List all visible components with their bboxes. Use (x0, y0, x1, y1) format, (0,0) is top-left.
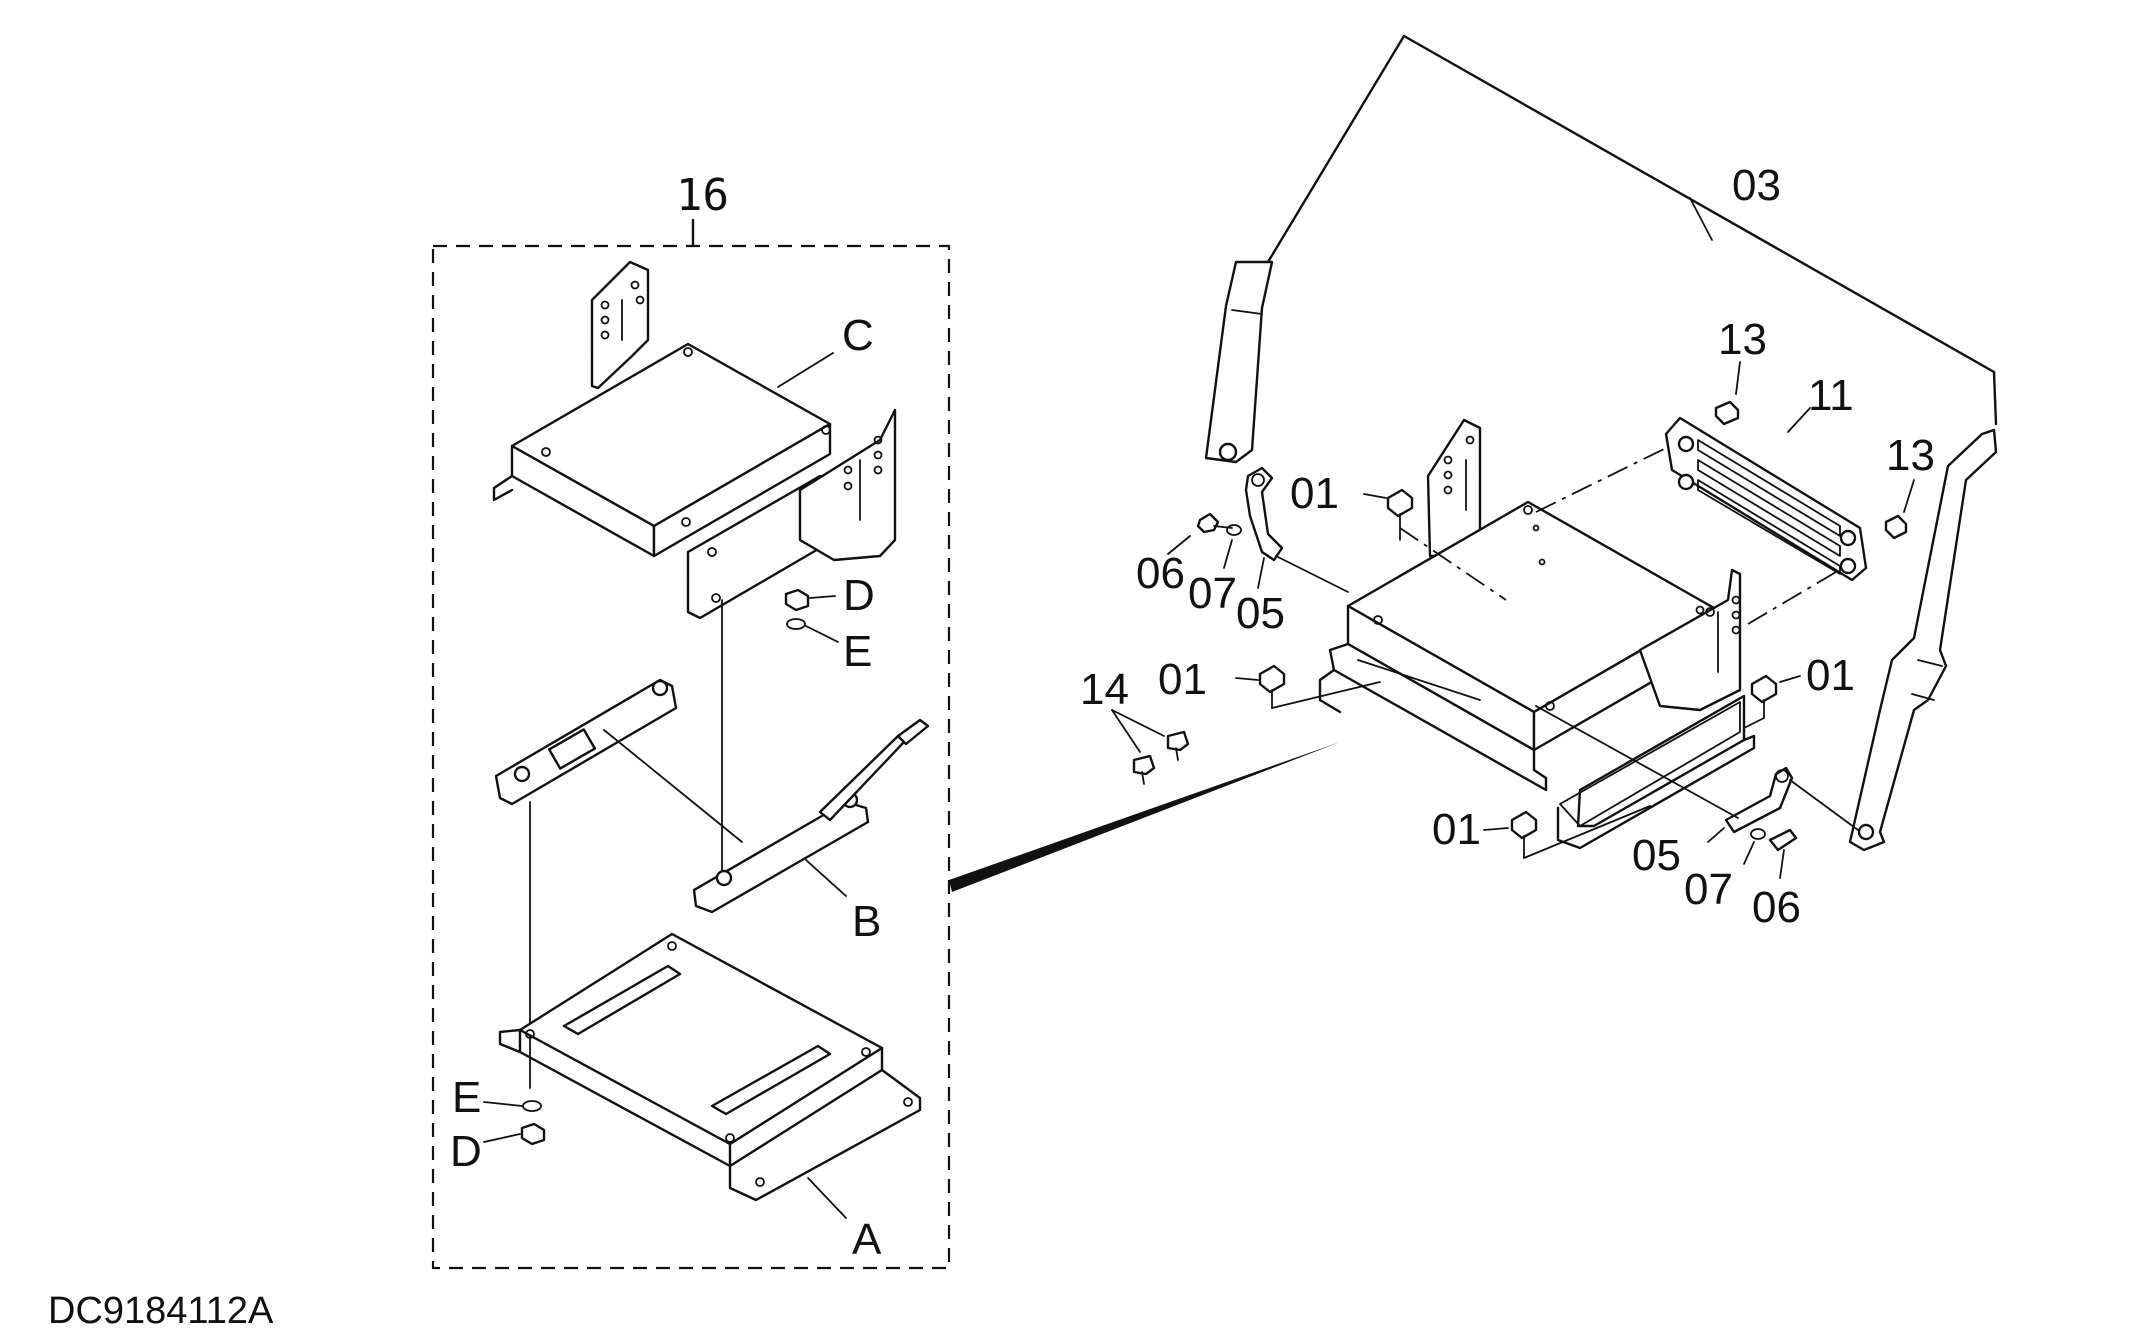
document-id: DC9184112A (48, 1290, 274, 1332)
washer-07-left-icon (1226, 524, 1242, 536)
label-a-leader (807, 1177, 847, 1219)
slide-rail-lower (692, 800, 870, 914)
bolt-01-bottom-icon (1510, 810, 1538, 840)
bolt-01-top-icon (1386, 488, 1414, 518)
base-plate-flange (728, 1068, 922, 1202)
label-a: A (852, 1215, 882, 1264)
label-11: 11 (1808, 371, 1854, 420)
clip-screw-14-b-icon (1166, 730, 1190, 752)
cover-plate: 11 (1535, 371, 1868, 625)
bolt-06-left-icon (1196, 512, 1220, 534)
label-13-right: 13 (1886, 431, 1935, 480)
seat-belt: 03 (1204, 34, 1998, 852)
assembly-reference-pointer (949, 742, 1340, 892)
base-plate-slot-1 (562, 964, 682, 1036)
clip-screw-14-a-icon (1132, 754, 1156, 776)
label-03: 03 (1732, 161, 1781, 210)
label-01-bottom: 01 (1432, 805, 1481, 854)
bolt-06-right-icon (1768, 828, 1798, 852)
seat-belt-right-strap (1848, 428, 1998, 852)
seat-bracket-rail (1328, 642, 1548, 792)
right-side-hardware: 05 07 06 (1535, 705, 1859, 932)
screw-13-left-icon (1714, 400, 1740, 426)
right-assembly: 03 (1080, 34, 1998, 932)
label-e-lower: E (452, 1073, 481, 1122)
lower-nut-washer: E D (450, 1073, 546, 1176)
washer-07-right-icon (1750, 828, 1766, 840)
left-side-hardware: 06 07 05 (1136, 466, 1349, 638)
base-plate-top (518, 932, 884, 1146)
clip-screws-14: 14 (1080, 665, 1190, 785)
top-bracket-right-upright (798, 408, 897, 562)
bolts-01: 01 01 01 01 (1158, 469, 1855, 859)
seat-belt-left-strap (1204, 260, 1274, 464)
label-b: B (852, 897, 881, 946)
assembly-dashed-frame (431, 244, 951, 1270)
bolt-01-right-icon (1750, 674, 1778, 704)
base-plate-slot-2 (710, 1044, 832, 1116)
nut-upper-icon (784, 588, 810, 612)
upper-nut-washer: D E (784, 571, 875, 676)
bracket-05-left-icon (1244, 466, 1284, 562)
label-05-right: 05 (1632, 831, 1681, 880)
nut-lower-icon (520, 1122, 546, 1146)
assembly-16-group: 16 (431, 170, 951, 1270)
label-01-right: 01 (1806, 651, 1855, 700)
bolt-01-mid-icon (1258, 664, 1286, 694)
base-plate: A (498, 932, 922, 1264)
screws-13: 13 13 (1714, 315, 1935, 540)
label-06-right: 06 (1752, 883, 1801, 932)
top-bracket-left-upright (590, 260, 650, 390)
seat-bracket-right-upright (1638, 568, 1742, 712)
label-14: 14 (1080, 665, 1129, 714)
bracket-05-right-icon (1724, 766, 1794, 834)
assembly-label: 16 (676, 170, 729, 221)
cover-plate-body (1664, 416, 1868, 582)
label-01-top: 01 (1290, 469, 1339, 518)
washer-upper-icon (786, 618, 806, 630)
label-e-upper: E (843, 627, 872, 676)
cover-plate-guide (1535, 447, 1667, 513)
slide-rail: B (494, 678, 930, 946)
label-c: C (842, 311, 874, 360)
washer-lower-icon (522, 1100, 542, 1112)
label-b-leader (805, 859, 847, 897)
label-c-leader (777, 352, 834, 388)
label-13-left: 13 (1718, 315, 1767, 364)
label-03-leader (1689, 197, 1713, 241)
label-05-left: 05 (1236, 589, 1285, 638)
top-bracket: C (492, 260, 897, 620)
label-07-right: 07 (1684, 865, 1733, 914)
label-01-mid: 01 (1158, 655, 1207, 704)
label-d-upper: D (843, 571, 875, 620)
screw-13-right-icon (1884, 514, 1908, 540)
label-07-left: 07 (1188, 569, 1237, 618)
label-06-left: 06 (1136, 549, 1185, 598)
label-d-lower: D (450, 1127, 482, 1176)
